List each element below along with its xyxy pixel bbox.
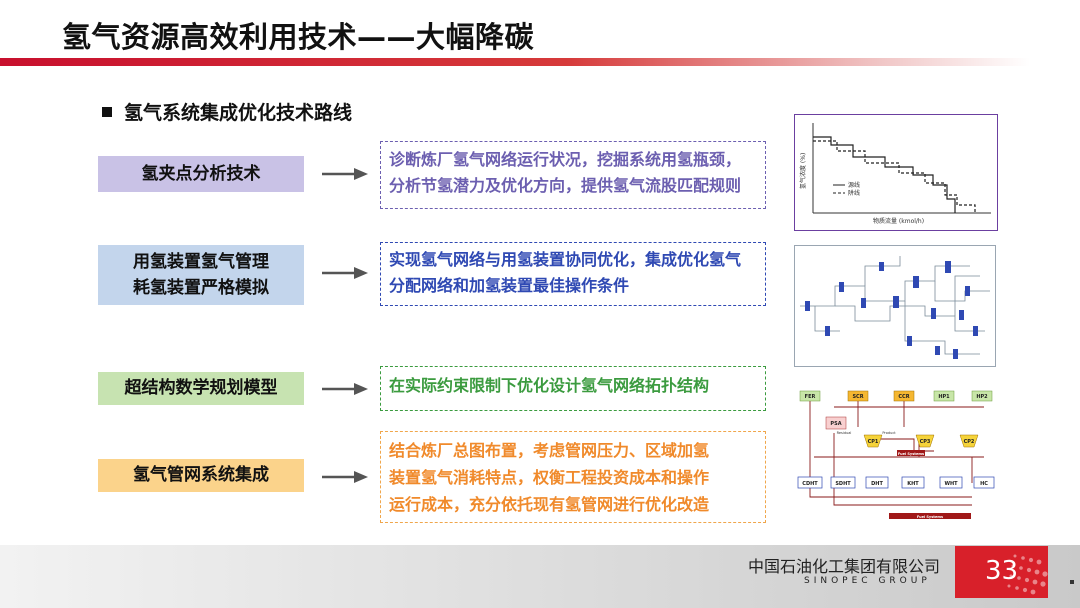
desc-line: 结合炼厂总图布置，考虑管网压力、区域加氢 — [389, 441, 710, 460]
company-name-en: SINOPEC GROUP — [804, 576, 931, 586]
footer-bar — [0, 545, 1080, 608]
node-hc: HC — [980, 481, 988, 487]
dot-pattern-decoration — [1007, 554, 1048, 595]
node-cdht: CDHT — [802, 481, 818, 487]
arrow-right-icon — [322, 168, 368, 180]
node-wht: WHT — [944, 481, 958, 487]
company-name: 中国石油化工集团有限公司 — [748, 557, 941, 576]
node-fer: FER — [805, 394, 816, 400]
desc-line: 装置氢气消耗特点，权衡工程投资成本和操作 — [389, 468, 710, 488]
page-number: 33 — [985, 556, 1019, 586]
title-underline — [0, 58, 1030, 66]
process-flowsheet-figure — [794, 245, 996, 367]
arrow-right-icon — [322, 471, 368, 483]
desc-line: 诊断炼厂氢气网络运行状况，挖掘系统用氢瓶颈， — [389, 150, 742, 169]
y-axis-label: 氢气浓度 (%) — [799, 153, 807, 189]
page-number-badge — [955, 546, 1048, 598]
x-axis-label: 物质流量 (kmol/h) — [873, 217, 924, 225]
desc-line: 在实际约束限制下优化设计氢气网络拓扑结构 — [389, 376, 710, 395]
corner-dot — [1070, 580, 1074, 584]
desc-line: 实现氢气网络与用氢装置协同优化，集成优化氢气 — [389, 250, 742, 269]
node-cp1: CP1 — [868, 439, 879, 445]
label-residual: Residual — [837, 431, 852, 435]
legend-source: 源线 — [848, 181, 860, 189]
label-product: Product — [882, 431, 896, 435]
square-bullet-icon — [102, 106, 112, 117]
description-box-pipeline-integration: 结合炼厂总图布置，考虑管网压力、区域加氢 装置氢气消耗特点，权衡工程投资成本和操… — [380, 431, 766, 523]
label-line: 超结构数学规划模型 — [124, 378, 278, 399]
label-line: 氢气管网系统集成 — [133, 465, 269, 486]
hydrogen-network-figure: FER SCR CCR HP1 HP2 PSA CP1 CP3 CP2 Fuel… — [794, 387, 998, 522]
section-title: 氢气系统集成优化技术路线 — [124, 102, 353, 124]
description-box-unit-management: 实现氢气网络与用氢装置协同优化，集成优化氢气 分配网络和加氢装置最佳操作条件 — [380, 242, 766, 306]
node-ccr: CCR — [898, 394, 909, 400]
label-line: 用氢装置氢气管理 — [133, 251, 269, 272]
node-sdht: SDHT — [835, 481, 851, 487]
legend-sink: 阱线 — [848, 189, 860, 197]
label-fuel-systems-bottom: Fuel Systems — [917, 515, 943, 519]
label-fuel-systems-top: Fuel Systems — [898, 452, 924, 456]
arrow-right-icon — [322, 267, 368, 279]
technique-label-pinch: 氢夹点分析技术 — [98, 156, 304, 192]
label-line: 耗氢装置严格模拟 — [133, 278, 269, 298]
node-kht: KHT — [907, 481, 919, 487]
node-scr: SCR — [852, 394, 863, 400]
node-psa: PSA — [830, 421, 841, 427]
node-cp3: CP3 — [920, 439, 931, 445]
technique-label-superstructure: 超结构数学规划模型 — [98, 372, 304, 405]
description-box-pinch: 诊断炼厂氢气网络运行状况，挖掘系统用氢瓶颈， 分析节氢潜力及优化方向，提供氢气流… — [380, 141, 766, 209]
node-hp1: HP1 — [938, 394, 950, 400]
node-cp2: CP2 — [964, 439, 975, 445]
technique-label-pipeline-integration: 氢气管网系统集成 — [98, 459, 304, 492]
technique-label-unit-management: 用氢装置氢气管理 耗氢装置严格模拟 — [98, 245, 304, 305]
label-line: 氢夹点分析技术 — [141, 163, 261, 184]
section-heading: 氢气系统集成优化技术路线 — [102, 98, 352, 125]
node-hp2: HP2 — [976, 394, 988, 400]
arrow-right-icon — [322, 383, 368, 395]
desc-line: 运行成本，充分依托现有氢管网进行优化改造 — [389, 495, 710, 515]
composite-curve-figure: 源线 阱线 物质流量 (kmol/h) 氢气浓度 (%) — [794, 114, 998, 231]
page-title: 氢气资源高效利用技术——大幅降碳 — [62, 20, 535, 54]
description-box-superstructure: 在实际约束限制下优化设计氢气网络拓扑结构 — [380, 366, 766, 411]
desc-line: 分析节氢潜力及优化方向，提供氢气流股匹配规则 — [389, 176, 742, 196]
node-dht: DHT — [871, 481, 883, 487]
desc-line: 分配网络和加氢装置最佳操作条件 — [389, 276, 630, 296]
